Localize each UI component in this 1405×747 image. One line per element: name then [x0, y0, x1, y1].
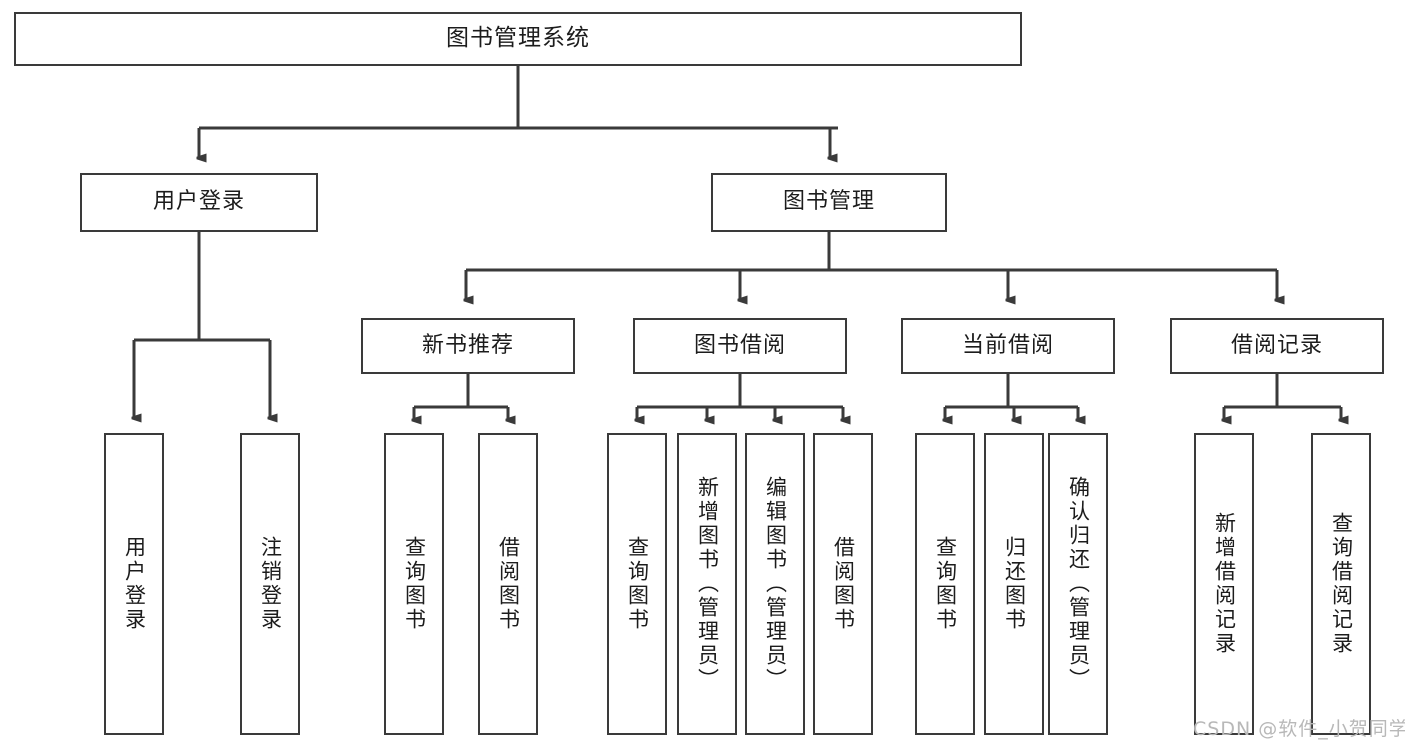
leaf-confirm-return-admin-label: 确认归还（管理员） [1066, 476, 1091, 692]
node-current-borrow-label: 当前借阅 [961, 332, 1054, 358]
leaf-borrow-book-label: 借阅图书 [831, 536, 856, 632]
leaf-return-book-label: 归还图书 [1002, 536, 1027, 632]
leaf-add-book-admin-label: 新增图书（管理员） [695, 476, 720, 692]
leaf-logout[interactable]: 注销登录 [240, 433, 300, 735]
node-current-borrow[interactable]: 当前借阅 [901, 318, 1115, 374]
leaf-query-book-current[interactable]: 查询图书 [915, 433, 975, 735]
leaf-borrow-book[interactable]: 借阅图书 [813, 433, 873, 735]
node-book-borrow-label: 图书借阅 [693, 332, 786, 358]
node-user-login[interactable]: 用户登录 [80, 173, 318, 232]
leaf-logout-label: 注销登录 [258, 536, 283, 632]
node-new-book-recommend[interactable]: 新书推荐 [361, 318, 575, 374]
leaf-confirm-return-admin[interactable]: 确认归还（管理员） [1048, 433, 1108, 735]
leaf-add-borrow-record[interactable]: 新增借阅记录 [1194, 433, 1254, 735]
node-borrow-record[interactable]: 借阅记录 [1170, 318, 1384, 374]
node-book-borrow[interactable]: 图书借阅 [633, 318, 847, 374]
leaf-edit-book-admin-label: 编辑图书（管理员） [763, 476, 788, 692]
leaf-add-borrow-record-label: 新增借阅记录 [1212, 512, 1237, 656]
node-user-login-label: 用户登录 [152, 189, 245, 215]
leaf-query-book-borrow[interactable]: 查询图书 [607, 433, 667, 735]
node-book-management[interactable]: 图书管理 [711, 173, 947, 232]
node-new-book-recommend-label: 新书推荐 [421, 332, 514, 358]
node-borrow-record-label: 借阅记录 [1230, 332, 1323, 358]
leaf-query-book-current-label: 查询图书 [933, 536, 958, 632]
leaf-add-book-admin[interactable]: 新增图书（管理员） [677, 433, 737, 735]
leaf-edit-book-admin[interactable]: 编辑图书（管理员） [745, 433, 805, 735]
leaf-borrow-book-newbook-label: 借阅图书 [496, 536, 521, 632]
leaf-query-borrow-record[interactable]: 查询借阅记录 [1311, 433, 1371, 735]
leaf-borrow-book-newbook[interactable]: 借阅图书 [478, 433, 538, 735]
leaf-return-book[interactable]: 归还图书 [984, 433, 1044, 735]
node-book-management-label: 图书管理 [782, 189, 875, 215]
leaf-query-borrow-record-label: 查询借阅记录 [1329, 512, 1354, 656]
leaf-user-login[interactable]: 用户登录 [104, 433, 164, 735]
leaf-user-login-label: 用户登录 [122, 536, 147, 632]
leaf-query-book-newbook-label: 查询图书 [402, 536, 427, 632]
node-root[interactable]: 图书管理系统 [14, 12, 1022, 66]
leaf-query-book-borrow-label: 查询图书 [625, 536, 650, 632]
leaf-query-book-newbook[interactable]: 查询图书 [384, 433, 444, 735]
watermark: CSDN @软件_小贺同学 [1193, 718, 1405, 740]
node-root-label: 图书管理系统 [446, 25, 590, 52]
